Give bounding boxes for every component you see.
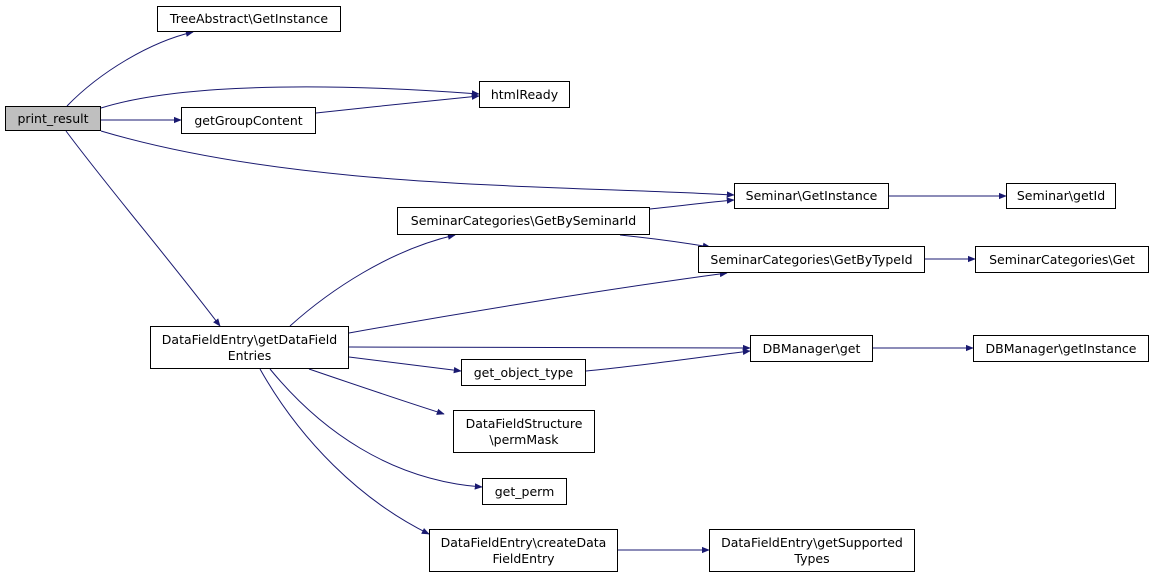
edge-print_result-to-tree_abstract_getinstance	[66, 30, 194, 107]
edge-datafieldentry_getdatafieldentries-to-seminarcategories_getbytypeid	[348, 270, 728, 334]
node-print_result[interactable]: print_result	[5, 106, 101, 131]
edge-print_result-to-htmlready	[100, 86, 480, 109]
node-label: DBManager\get	[763, 341, 861, 357]
node-label: SeminarCategories\GetByTypeId	[710, 252, 912, 268]
node-seminarcategories_getbytypeid[interactable]: SeminarCategories\GetByTypeId	[698, 246, 925, 273]
node-label-line: Types	[794, 550, 830, 566]
node-dbmanager_get[interactable]: DBManager\get	[750, 335, 873, 362]
node-label-line: print_result	[17, 110, 89, 126]
node-label: get_perm	[495, 484, 555, 500]
node-label: Seminar\getId	[1017, 188, 1105, 204]
node-label: htmlReady	[491, 87, 558, 103]
node-label: DataFieldStructure\permMask	[466, 416, 583, 448]
node-datafieldstructure_permmask[interactable]: DataFieldStructure\permMask	[453, 410, 595, 453]
node-label: print_result	[18, 111, 89, 127]
node-label-line: TreeAbstract\GetInstance	[169, 11, 329, 26]
node-label-line: DataFieldEntry\getDataField	[161, 331, 338, 347]
node-get_perm[interactable]: get_perm	[482, 478, 567, 505]
edge-print_result-to-datafieldentry_getdatafieldentries	[65, 130, 221, 327]
node-label-line: DataFieldStructure	[465, 415, 583, 431]
node-label-line: Seminar\GetInstance	[745, 188, 878, 203]
edge-print_result-to-seminar_getinstance	[100, 130, 735, 198]
edge-datafieldentry_getdatafieldentries-to-datafieldentry_createdatafieldentry	[259, 368, 430, 535]
node-label-line: DataFieldEntry\createData	[440, 534, 607, 550]
node-label-line: FieldEntry	[492, 550, 555, 566]
node-seminarcategories_getbyseminarid[interactable]: SeminarCategories\GetBySeminarId	[397, 207, 650, 235]
edge-datafieldentry_getdatafieldentries-to-dbmanager_get	[348, 344, 751, 352]
node-label-line: SeminarCategories\GetByTypeId	[710, 251, 913, 267]
node-label-line: SeminarCategories\GetBySeminarId	[410, 213, 637, 228]
node-label: DBManager\getInstance	[986, 341, 1137, 357]
node-get_object_type[interactable]: get_object_type	[461, 359, 586, 386]
edge-datafieldentry_getdatafieldentries-to-seminarcategories_getbyseminarid	[289, 233, 456, 327]
node-label-line: Seminar\getId	[1016, 188, 1106, 203]
node-label: SeminarCategories\Get	[989, 252, 1135, 268]
edge-seminarcategories_getbyseminarid-to-seminar_getinstance	[649, 197, 735, 210]
node-label-line: \permMask	[489, 431, 559, 447]
node-seminar_getid[interactable]: Seminar\getId	[1006, 183, 1116, 209]
node-label: Seminar\GetInstance	[746, 188, 878, 204]
node-label-line: DBManager\get	[762, 340, 861, 356]
node-label: TreeAbstract\GetInstance	[170, 11, 328, 27]
node-label-line: get_perm	[494, 483, 555, 499]
node-label: get_object_type	[474, 365, 573, 381]
edge-get_object_type-to-dbmanager_get	[585, 348, 751, 372]
edge-getgroupcontent-to-htmlready	[315, 93, 480, 114]
edge-datafieldentry_getdatafieldentries-to-get_perm	[269, 368, 483, 490]
node-seminar_getinstance[interactable]: Seminar\GetInstance	[734, 183, 889, 209]
node-label-line: SeminarCategories\Get	[989, 251, 1135, 267]
node-label-line: get_object_type	[473, 364, 574, 380]
node-label-line: getGroupContent	[194, 112, 303, 128]
node-seminarcategories_get[interactable]: SeminarCategories\Get	[975, 246, 1149, 273]
node-label: getGroupContent	[194, 113, 302, 129]
edge-seminarcategories_getbyseminarid-to-seminarcategories_getbytypeid	[619, 234, 711, 249]
node-htmlready[interactable]: htmlReady	[479, 81, 570, 108]
node-tree_abstract_getinstance[interactable]: TreeAbstract\GetInstance	[157, 6, 341, 32]
node-label-line: DBManager\getInstance	[985, 340, 1137, 356]
node-getgroupcontent[interactable]: getGroupContent	[181, 107, 316, 134]
edge-datafieldentry_getdatafieldentries-to-get_object_type	[348, 356, 462, 374]
node-label: SeminarCategories\GetBySeminarId	[411, 213, 636, 229]
node-label-line: htmlReady	[490, 86, 559, 102]
node-label-line: Entries	[227, 347, 272, 363]
node-label-line: DataFieldEntry\getSupported	[721, 534, 903, 550]
node-dbmanager_getinstance[interactable]: DBManager\getInstance	[973, 335, 1149, 362]
edge-datafieldentry_getdatafieldentries-to-datafieldstructure_permmask	[308, 368, 445, 415]
